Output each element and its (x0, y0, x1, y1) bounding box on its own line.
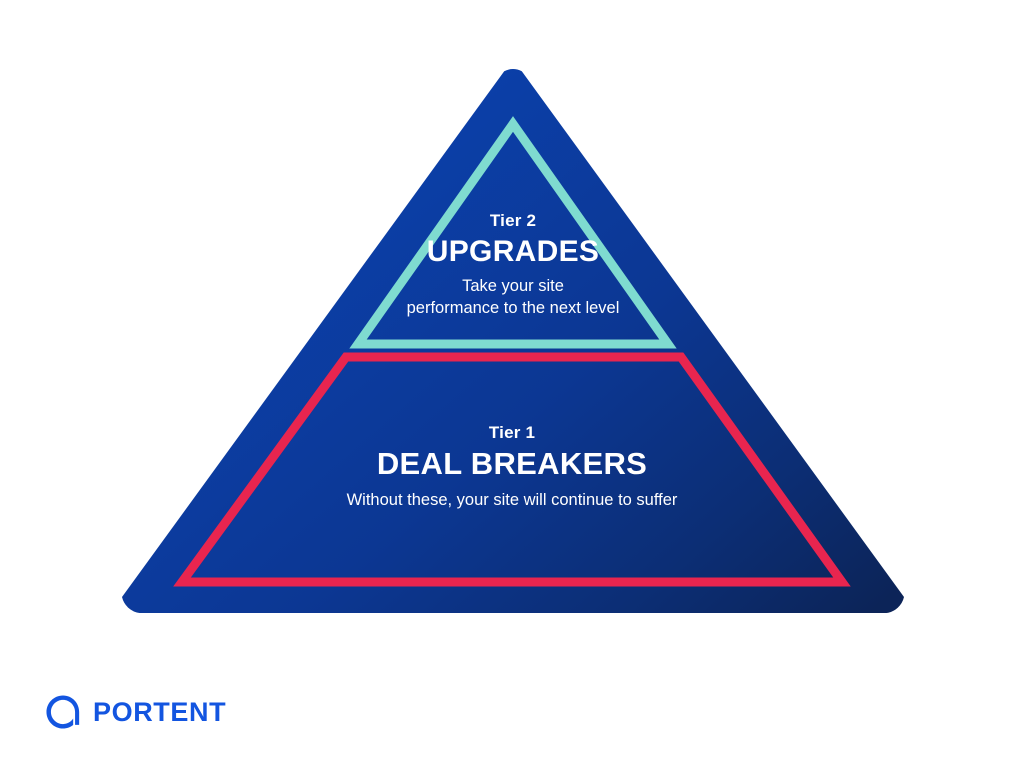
tier1-title: DEAL BREAKERS (376, 446, 648, 482)
portent-wordmark: PORTENT (93, 696, 227, 727)
tier2-triangle-outline (349, 116, 677, 349)
tier1-eyebrow: Tier 1 (488, 423, 536, 442)
tier2-title: UPGRADES (426, 235, 600, 269)
tier2-eyebrow: Tier 2 (489, 211, 537, 230)
portent-ring-icon (46, 695, 80, 729)
tier1-trapezoid-outline (173, 352, 851, 587)
tier2-description-line1: Take your site (462, 277, 564, 296)
portent-logo: PORTENT (44, 691, 226, 733)
tier2-text-block: Tier 2 UPGRADES Take your site performan… (363, 211, 663, 319)
tier2-description-line2: performance to the next level (406, 298, 620, 317)
tier1-text-block: Tier 1 DEAL BREAKERS Without these, your… (262, 423, 762, 511)
tier1-description-line1: Without these, your site will continue t… (346, 490, 678, 509)
